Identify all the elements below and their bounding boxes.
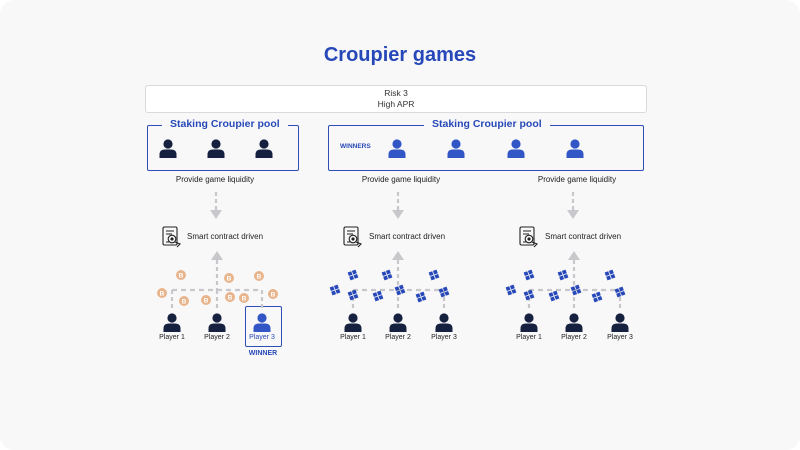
coin-icon: B — [224, 273, 234, 283]
svg-text:B: B — [257, 273, 262, 280]
provide-liquidity-label: Provide game liquidity — [175, 175, 255, 184]
person-icon — [344, 313, 362, 332]
person-icon — [388, 139, 406, 158]
coin-icon: B — [268, 289, 278, 299]
person-icon — [447, 139, 465, 158]
coin-icon: B — [239, 293, 249, 303]
staking-pool-title: Staking Croupier pool — [162, 118, 288, 130]
token-icon — [604, 269, 616, 281]
person-icon — [435, 313, 453, 332]
smart-contract-icon — [519, 226, 538, 248]
token-icon — [505, 284, 517, 296]
person-icon — [566, 139, 584, 158]
player-label: Player 3 — [249, 334, 275, 341]
person-icon — [389, 313, 407, 332]
person-icon — [207, 139, 225, 158]
player-label: Player 2 — [385, 334, 411, 341]
player-label: Player 3 — [431, 334, 457, 341]
svg-text:B: B — [160, 290, 165, 297]
player-label: Player 2 — [204, 334, 230, 341]
token-icon — [347, 269, 359, 281]
smart-contract-label: Smart contract driven — [187, 232, 264, 241]
token-icon — [548, 290, 560, 302]
coin-icon: B — [254, 271, 264, 281]
provide-liquidity-label: Provide game liquidity — [361, 175, 441, 184]
coin-icon: B — [201, 295, 211, 305]
svg-text:B: B — [242, 295, 247, 302]
person-icon — [253, 313, 271, 332]
token-icon — [570, 284, 582, 296]
smart-contract-icon — [162, 226, 181, 248]
svg-text:B: B — [227, 275, 232, 282]
arrow-down-icon — [210, 210, 222, 219]
risk-box: Risk 3 High APR — [145, 85, 647, 113]
staking-pool-title: Staking Croupier pool — [424, 118, 550, 130]
risk-level: Risk 3 — [384, 88, 408, 98]
arrow-up-icon — [211, 251, 223, 260]
token-icon — [347, 289, 359, 301]
player-label: Player 1 — [159, 334, 185, 341]
winner-label: WINNER — [248, 350, 278, 357]
arrow-down-icon — [392, 210, 404, 219]
svg-text:B: B — [228, 294, 233, 301]
person-icon — [159, 139, 177, 158]
person-icon — [208, 313, 226, 332]
token-icon — [415, 291, 427, 303]
token-icon — [438, 286, 450, 298]
svg-text:B: B — [182, 298, 187, 305]
svg-text:B: B — [204, 297, 209, 304]
smart-contract-label: Smart contract driven — [369, 232, 446, 241]
svg-text:B: B — [271, 291, 276, 298]
person-icon — [565, 313, 583, 332]
winner-highlight-box — [245, 306, 282, 347]
token-icon — [372, 290, 384, 302]
person-icon — [520, 313, 538, 332]
player-label: Player 3 — [607, 334, 633, 341]
player-label: Player 1 — [516, 334, 542, 341]
token-icon — [614, 286, 626, 298]
risk-apr: High APR — [377, 99, 415, 109]
arrow-down-icon — [567, 210, 579, 219]
player-label: Player 1 — [340, 334, 366, 341]
coin-icon: B — [157, 288, 167, 298]
smart-contract-icon — [343, 226, 362, 248]
token-icon — [591, 291, 603, 303]
coin-icon: B — [179, 296, 189, 306]
person-icon — [507, 139, 525, 158]
token-icon — [381, 269, 393, 281]
coin-icon: B — [225, 292, 235, 302]
token-icon — [329, 284, 341, 296]
svg-text:B: B — [179, 272, 184, 279]
coin-icon: B — [176, 270, 186, 280]
provide-liquidity-label: Provide game liquidity — [537, 175, 617, 184]
person-icon — [255, 139, 273, 158]
token-icon — [428, 269, 440, 281]
page-title: Croupier games — [323, 44, 477, 66]
person-icon — [611, 313, 629, 332]
person-icon — [163, 313, 181, 332]
token-icon — [523, 289, 535, 301]
smart-contract-label: Smart contract driven — [545, 232, 622, 241]
token-icon — [523, 269, 535, 281]
winners-label: WINNERS — [340, 143, 371, 150]
token-icon — [557, 269, 569, 281]
arrow-up-icon — [568, 251, 580, 260]
player-label: Player 2 — [561, 334, 587, 341]
arrow-up-icon — [392, 251, 404, 260]
token-icon — [394, 284, 406, 296]
